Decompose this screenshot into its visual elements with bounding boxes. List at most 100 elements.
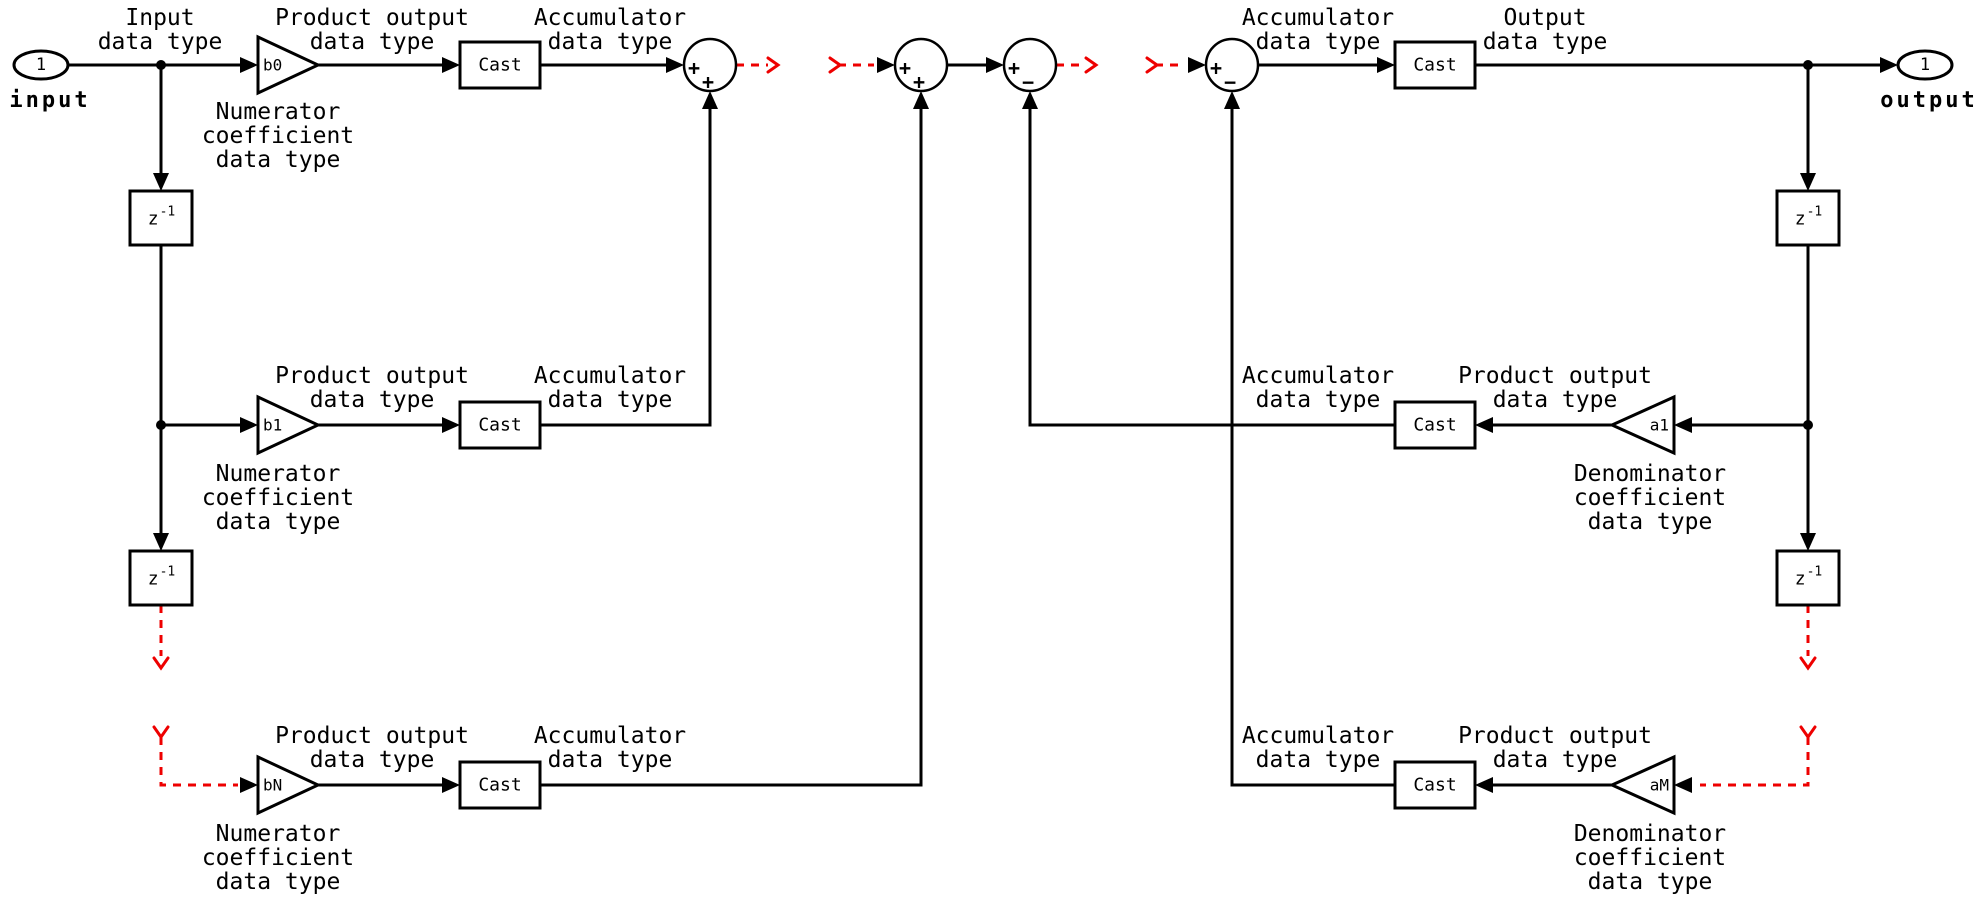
- delay-exponent: -1: [159, 204, 176, 220]
- annotation-denominator-coefficient-data-type: Denominator coefficient data type: [1573, 821, 1727, 895]
- annotation-accumulator-data-type: Accumulator data type: [1241, 5, 1395, 55]
- annotation-accumulator-data-type: Accumulator data type: [533, 723, 687, 773]
- annotation-accumulator-data-type: Accumulator data type: [1241, 363, 1395, 413]
- delay-base: z: [1794, 208, 1806, 230]
- gain-bn-label: bN: [263, 775, 283, 795]
- arrow-into-cast1: [442, 57, 460, 73]
- gain-a1[interactable]: [1608, 394, 1676, 456]
- arrow-into-cast-am: [1475, 777, 1493, 793]
- wire-amcast-to-sum4: [1230, 107, 1395, 787]
- arrow-into-b0: [240, 57, 258, 73]
- wire-bncast-to-sum2: [540, 107, 923, 787]
- wire-a1cast-to-sum3: [1028, 107, 1395, 427]
- arrow-into-sum4: [1188, 57, 1206, 73]
- arrow-up-into-sum1: [702, 91, 718, 109]
- break-bn-in: [159, 737, 238, 787]
- gain-am-label: aM: [1649, 775, 1669, 795]
- delay-exponent: -1: [1806, 564, 1823, 580]
- arrow-into-sum1: [666, 57, 684, 73]
- sum-block-4[interactable]: [1204, 37, 1260, 93]
- junction-dots: [156, 60, 1813, 430]
- delay-label: z-1: [147, 564, 176, 590]
- sum1-bottom-sign: +: [701, 70, 715, 94]
- gain-am[interactable]: [1608, 754, 1676, 816]
- annotation-product-output-data-type: Product output data type: [275, 5, 469, 55]
- delay-label: z-1: [1794, 564, 1823, 590]
- delay-base: z: [1794, 568, 1806, 590]
- cast-block-b0[interactable]: [458, 40, 542, 90]
- arrowheads: [153, 57, 1898, 793]
- arrow-into-delay2-right: [1800, 533, 1816, 551]
- cast-label: Cast: [478, 414, 522, 436]
- sum3-left-sign: +: [1007, 56, 1021, 80]
- sum-block-1[interactable]: [682, 37, 738, 93]
- gain-b1[interactable]: [256, 394, 322, 456]
- delay-block-left-1[interactable]: [128, 189, 194, 247]
- cast-block-bn[interactable]: [458, 760, 542, 810]
- input-port-label: input: [9, 88, 91, 113]
- junction-dot: [156, 60, 166, 70]
- chevron-down-icon: [152, 656, 170, 671]
- delay-base: z: [147, 568, 159, 590]
- delay-block-right-1[interactable]: [1775, 189, 1841, 247]
- gain-b1-label: b1: [263, 415, 283, 435]
- junction-dot: [1803, 60, 1813, 70]
- arrow-into-a1: [1674, 417, 1692, 433]
- gain-bn[interactable]: [256, 754, 322, 816]
- sum-block-2[interactable]: [893, 37, 949, 93]
- annotation-denominator-coefficient-data-type: Denominator coefficient data type: [1573, 461, 1727, 535]
- sum2-left-sign: +: [898, 56, 912, 80]
- junction-dot: [1803, 420, 1813, 430]
- cast-block-b1[interactable]: [458, 400, 542, 450]
- output-port-number: 1: [1919, 55, 1931, 75]
- annotation-numerator-coefficient-data-type: Numerator coefficient data type: [201, 461, 355, 535]
- arrow-into-output-port: [1880, 57, 1898, 73]
- chevron-right-icon: [1084, 56, 1099, 74]
- annotation-product-output-data-type: Product output data type: [1458, 363, 1652, 413]
- arrow-into-delay2-left: [153, 533, 169, 551]
- junction-dot: [156, 420, 166, 430]
- chevron-down-icon: [152, 725, 170, 740]
- delay-block-left-2[interactable]: [128, 549, 194, 607]
- cast-label: Cast: [478, 54, 522, 76]
- arrow-up-into-sum2: [913, 91, 929, 109]
- cast-block-am[interactable]: [1393, 760, 1477, 810]
- arrow-into-cast-bn: [442, 777, 460, 793]
- chevron-right-icon: [1145, 56, 1160, 74]
- cast-block-output[interactable]: [1393, 40, 1477, 90]
- arrow-into-sum2: [877, 57, 895, 73]
- gain-b0-label: b0: [263, 55, 283, 75]
- delay-exponent: -1: [1806, 204, 1823, 220]
- annotation-numerator-coefficient-data-type: Numerator coefficient data type: [201, 821, 355, 895]
- sum1-left-sign: +: [687, 56, 701, 80]
- cast-label: Cast: [478, 774, 522, 796]
- gain-b0[interactable]: [256, 34, 322, 96]
- annotation-accumulator-data-type: Accumulator data type: [1241, 723, 1395, 773]
- blocks: [12, 34, 1954, 816]
- sum2-bottom-sign: +: [912, 70, 926, 94]
- wire-b1cast-to-sum1: [540, 107, 712, 427]
- gain-a1-label: a1: [1649, 415, 1669, 435]
- output-port[interactable]: [1896, 49, 1954, 81]
- arrow-into-delay1-right: [1800, 173, 1816, 191]
- arrow-into-b1: [240, 417, 258, 433]
- annotation-accumulator-data-type: Accumulator data type: [533, 5, 687, 55]
- break-chevrons: [152, 56, 1817, 740]
- arrow-into-am: [1674, 777, 1692, 793]
- sum4-left-sign: +: [1209, 56, 1223, 80]
- chevron-right-icon: [828, 56, 843, 74]
- wires: [68, 63, 1884, 787]
- cast-block-a1[interactable]: [1393, 400, 1477, 450]
- annotation-accumulator-data-type: Accumulator data type: [533, 363, 687, 413]
- sum3-bottom-sign: −: [1021, 70, 1035, 94]
- annotation-product-output-data-type: Product output data type: [1458, 723, 1652, 773]
- break-am-in: [1700, 737, 1810, 787]
- sum-block-3[interactable]: [1002, 37, 1058, 93]
- arrow-into-sum3: [986, 57, 1004, 73]
- delay-block-right-2[interactable]: [1775, 549, 1841, 607]
- break-wires: [159, 63, 1810, 787]
- delay-exponent: -1: [159, 564, 176, 580]
- input-port[interactable]: [12, 49, 70, 81]
- arrow-into-delay1-left: [153, 173, 169, 191]
